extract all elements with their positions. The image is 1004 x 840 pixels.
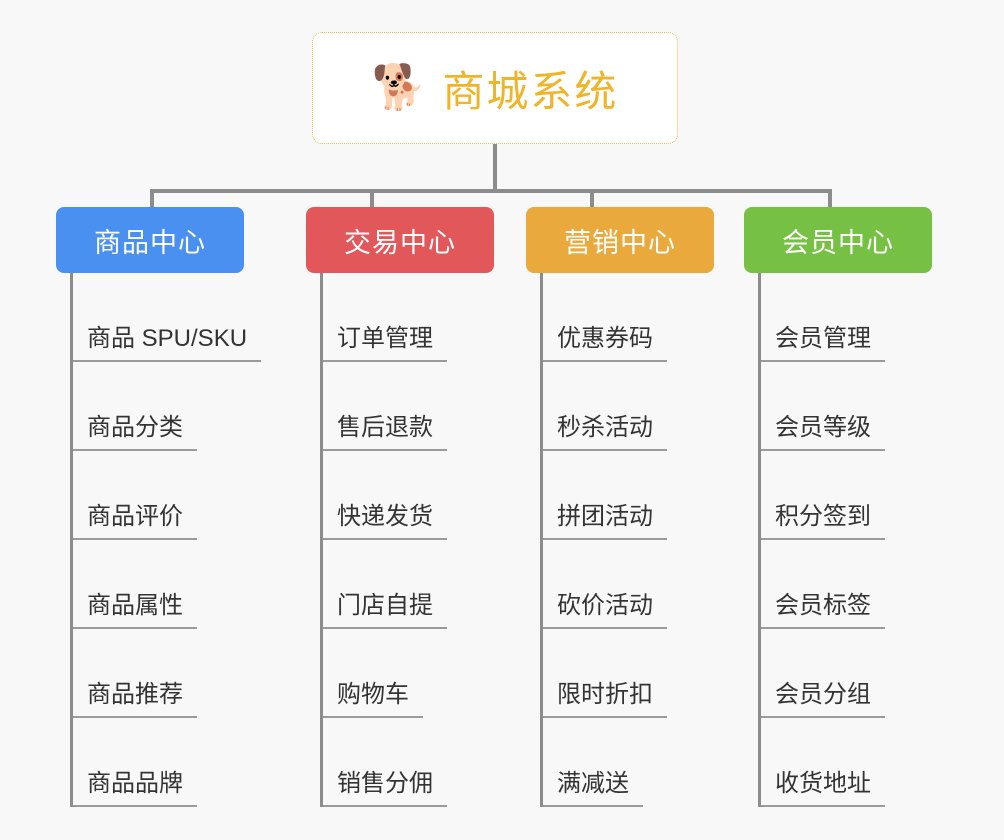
leaf-label: 快递发货	[323, 503, 447, 540]
leaf-label: 商品分类	[73, 414, 197, 451]
list-item[interactable]: 售后退款	[323, 362, 494, 451]
category-header-1-label: 商品中心	[94, 227, 206, 258]
list-item[interactable]: 积分签到	[761, 451, 932, 540]
connector-drop-3	[590, 189, 594, 211]
leaf-label: 会员等级	[761, 414, 885, 451]
category-4-items: 会员管理 会员等级 积分签到 会员标签 会员分组 收货地址	[758, 273, 932, 807]
connector-root-stem	[493, 144, 497, 191]
list-item[interactable]: 购物车	[323, 629, 494, 718]
category-header-3-label: 营销中心	[564, 227, 676, 258]
list-item[interactable]: 会员等级	[761, 362, 932, 451]
leaf-label: 会员管理	[761, 325, 885, 362]
list-item[interactable]: 快递发货	[323, 451, 494, 540]
list-item[interactable]: 会员分组	[761, 629, 932, 718]
category-column-2: 交易中心 订单管理 售后退款 快递发货 门店自提 购物车 销售分佣	[306, 207, 494, 807]
shiba-dog-face-icon: 🐕	[371, 63, 427, 112]
leaf-label: 销售分佣	[323, 770, 447, 807]
leaf-label: 会员标签	[761, 592, 885, 629]
category-header-2[interactable]: 交易中心	[306, 207, 494, 273]
leaf-label: 商品属性	[73, 592, 197, 629]
list-item[interactable]: 会员管理	[761, 273, 932, 362]
list-item[interactable]: 商品品牌	[73, 718, 261, 807]
category-header-1[interactable]: 商品中心	[56, 207, 244, 273]
category-header-3[interactable]: 营销中心	[526, 207, 714, 273]
leaf-label: 积分签到	[761, 503, 885, 540]
category-2-items: 订单管理 售后退款 快递发货 门店自提 购物车 销售分佣	[320, 273, 494, 807]
category-column-3: 营销中心 优惠券码 秒杀活动 拼团活动 砍价活动 限时折扣 满减送	[526, 207, 714, 807]
leaf-label: 砍价活动	[543, 592, 667, 629]
list-item[interactable]: 商品评价	[73, 451, 261, 540]
leaf-label: 订单管理	[323, 325, 447, 362]
leaf-label: 优惠券码	[543, 325, 667, 362]
leaf-label: 拼团活动	[543, 503, 667, 540]
leaf-label: 限时折扣	[543, 681, 667, 718]
leaf-label: 商品推荐	[73, 681, 197, 718]
list-item[interactable]: 商品属性	[73, 540, 261, 629]
leaf-label: 秒杀活动	[543, 414, 667, 451]
root-title: 商城系统	[442, 67, 619, 115]
list-item[interactable]: 满减送	[543, 718, 714, 807]
list-item[interactable]: 秒杀活动	[543, 362, 714, 451]
leaf-label: 商品 SPU/SKU	[73, 325, 262, 362]
leaf-label: 售后退款	[323, 414, 447, 451]
category-column-4: 会员中心 会员管理 会员等级 积分签到 会员标签 会员分组 收货地址	[744, 207, 932, 807]
list-item[interactable]: 销售分佣	[323, 718, 494, 807]
list-item[interactable]: 订单管理	[323, 273, 494, 362]
list-item[interactable]: 拼团活动	[543, 451, 714, 540]
connector-drop-2	[370, 189, 374, 211]
connector-drop-1	[150, 189, 154, 211]
leaf-label: 门店自提	[323, 592, 447, 629]
category-header-2-label: 交易中心	[344, 227, 456, 258]
list-item[interactable]: 砍价活动	[543, 540, 714, 629]
leaf-label: 收货地址	[761, 770, 885, 807]
list-item[interactable]: 门店自提	[323, 540, 494, 629]
connector-horizontal-bus	[150, 189, 832, 193]
category-header-4-label: 会员中心	[782, 227, 894, 258]
list-item[interactable]: 会员标签	[761, 540, 932, 629]
leaf-label: 满减送	[543, 770, 643, 807]
list-item[interactable]: 商品分类	[73, 362, 261, 451]
root-node[interactable]: 🐕 商城系统	[312, 32, 678, 144]
list-item[interactable]: 收货地址	[761, 718, 932, 807]
leaf-label: 购物车	[323, 681, 423, 718]
connector-drop-4	[828, 189, 832, 211]
leaf-label: 商品品牌	[73, 770, 197, 807]
category-3-items: 优惠券码 秒杀活动 拼团活动 砍价活动 限时折扣 满减送	[540, 273, 714, 807]
list-item[interactable]: 限时折扣	[543, 629, 714, 718]
category-1-items: 商品 SPU/SKU 商品分类 商品评价 商品属性 商品推荐 商品品牌	[70, 273, 262, 807]
leaf-label: 会员分组	[761, 681, 885, 718]
list-item[interactable]: 商品 SPU/SKU	[73, 273, 262, 362]
leaf-label: 商品评价	[73, 503, 197, 540]
category-header-4[interactable]: 会员中心	[744, 207, 932, 273]
list-item[interactable]: 商品推荐	[73, 629, 261, 718]
list-item[interactable]: 优惠券码	[543, 273, 714, 362]
category-column-1: 商品中心 商品 SPU/SKU 商品分类 商品评价 商品属性 商品推荐 商品品牌	[56, 207, 262, 807]
